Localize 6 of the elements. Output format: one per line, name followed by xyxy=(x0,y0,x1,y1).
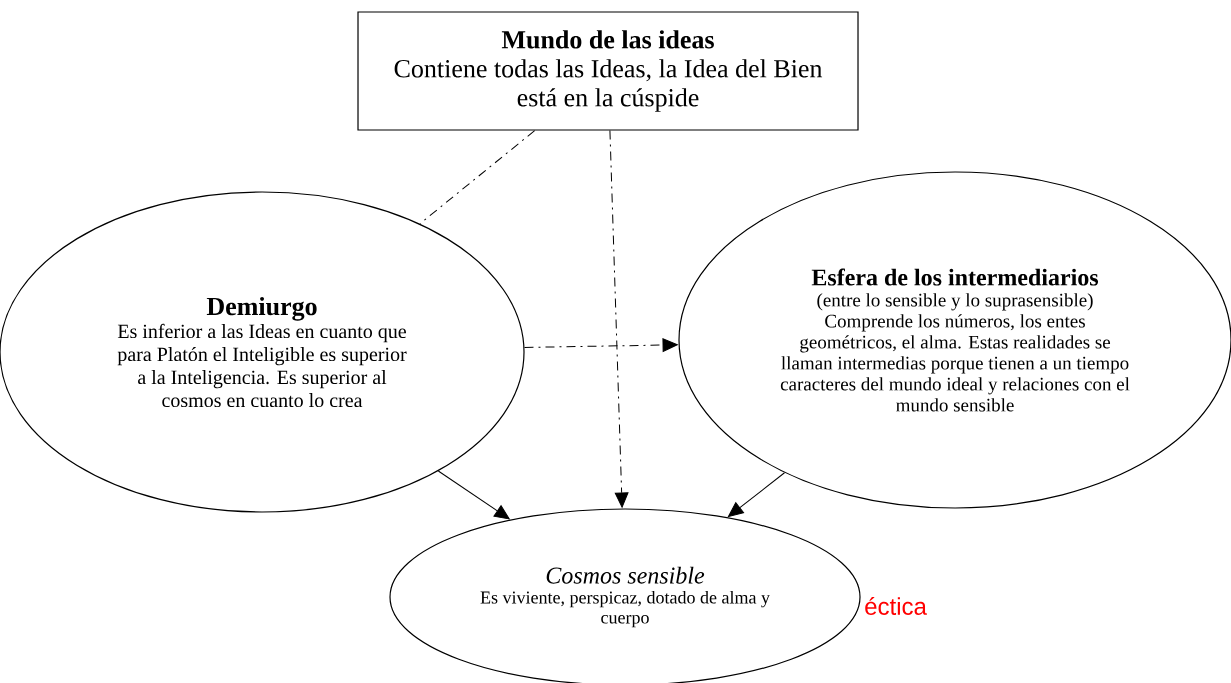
arrow xyxy=(437,470,510,520)
arrow xyxy=(609,130,629,508)
arrow xyxy=(524,338,678,352)
concept-box: Mundo de las ideas Contiene todas las Ideas, la Idea del Bien está en la cúspide xyxy=(357,11,859,131)
connector-line xyxy=(419,130,536,225)
arrow xyxy=(727,472,786,517)
